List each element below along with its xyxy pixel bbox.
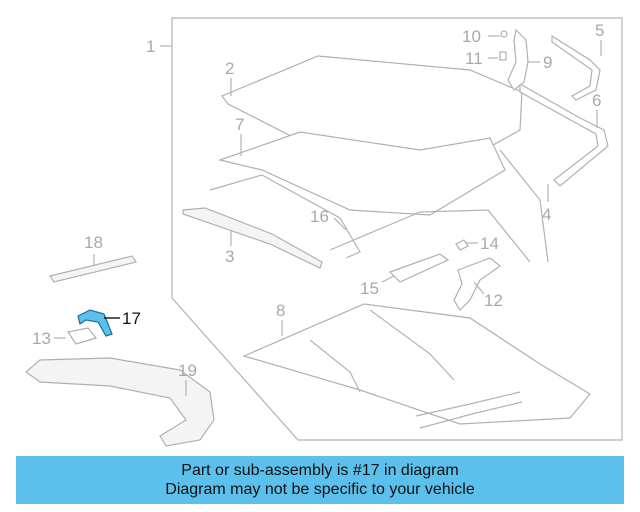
callout-12: 12: [484, 291, 503, 310]
assembly-outline: [171, 17, 623, 441]
callout-18: 18: [84, 233, 103, 252]
trim-strip: [49, 255, 137, 283]
callout-11: 11: [465, 49, 483, 68]
callout-7: 7: [235, 115, 244, 134]
callout-8: 8: [276, 301, 285, 320]
frame-bow-b: [329, 209, 531, 263]
callout-17: 17: [122, 309, 141, 328]
hinge-12: [453, 257, 502, 311]
callout-15: 15: [360, 279, 379, 298]
hard-top-line-c: [415, 391, 521, 417]
parts-diagram: 1 2 7 16 3 5 6 4 9 10 11 12 14 15 8: [25, 17, 623, 447]
hard-top-line-d: [419, 401, 523, 429]
banner-line-2: Diagram may not be specific to your vehi…: [165, 481, 475, 498]
bolt-10: [500, 30, 508, 38]
frame-bow-c: [499, 149, 549, 263]
highlighted-part-17: [77, 309, 113, 337]
bracket-15: [388, 253, 450, 283]
banner-line-1: Part or sub-assembly is #17 in diagram: [181, 462, 459, 479]
clip-13: [67, 327, 98, 345]
callout-2: 2: [225, 59, 234, 78]
hard-top: [242, 303, 591, 425]
callout-14: 14: [480, 234, 499, 253]
callout-10: 10: [462, 27, 481, 46]
weatherstrip-5: [551, 34, 601, 101]
callout-16: 16: [310, 207, 329, 226]
latch-bracket: [507, 28, 529, 91]
top-fabric: [221, 55, 523, 169]
callout-9: 9: [543, 53, 552, 72]
hard-top-line-a: [309, 339, 361, 393]
callout-19: 19: [178, 361, 197, 380]
callout-12-leader: [473, 281, 485, 295]
callout-3: 3: [225, 247, 234, 266]
info-banner: Part or sub-assembly is #17 in diagram D…: [16, 456, 624, 504]
callout-4: 4: [542, 205, 551, 224]
rear-panel: [25, 357, 215, 447]
top-frame: [217, 131, 506, 216]
hard-top-line-b: [369, 309, 455, 381]
callout-16-leader: [333, 217, 347, 231]
callout-1: 1: [146, 37, 155, 56]
side-rail: [182, 207, 323, 269]
bolt-14: [455, 239, 469, 251]
fastener-11: [499, 51, 507, 61]
weatherstrip-6: [519, 82, 609, 187]
callout-15-leader: [381, 275, 395, 283]
callout-13: 13: [32, 329, 51, 348]
callout-6: 6: [592, 91, 601, 110]
frame-bow-a: [209, 174, 361, 259]
callout-5: 5: [595, 21, 604, 40]
